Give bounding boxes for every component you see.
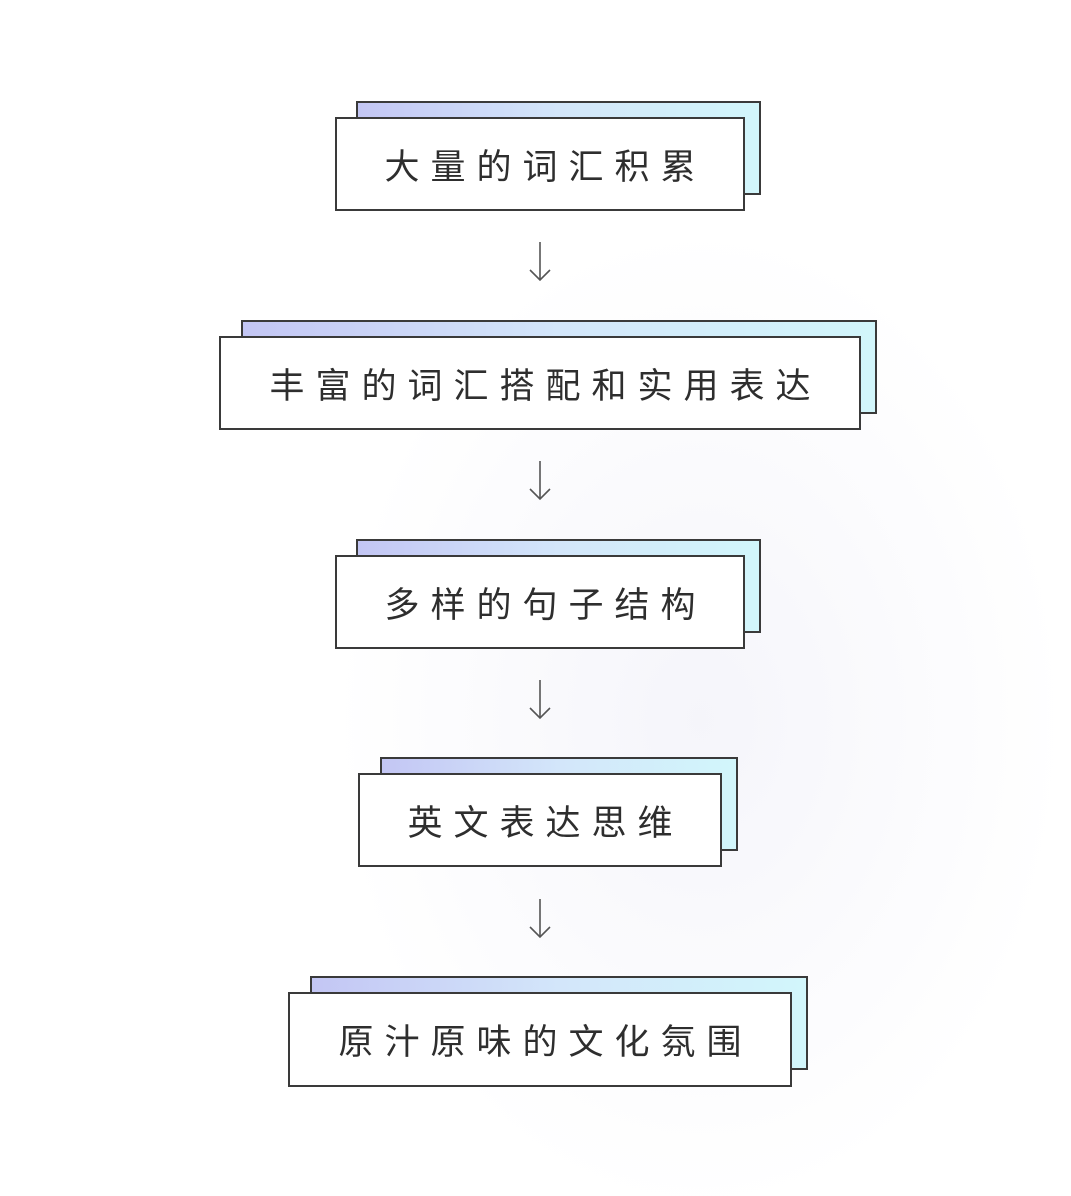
step-label: 多样的句子结构 — [384, 585, 707, 626]
step-label: 丰富的词汇搭配和实用表达 — [269, 366, 822, 407]
down-arrow-icon — [529, 242, 551, 282]
down-arrow-icon — [529, 899, 551, 939]
step-card: 英文表达思维 — [358, 773, 722, 867]
step-card: 多样的句子结构 — [335, 555, 745, 649]
down-arrow-icon — [529, 680, 551, 720]
step-label: 英文表达思维 — [407, 803, 684, 844]
step-label: 原汁原味的文化氛围 — [338, 1023, 753, 1063]
step-card: 丰富的词汇搭配和实用表达 — [219, 336, 861, 430]
step-label: 大量的词汇积累 — [384, 147, 707, 188]
step-card: 原汁原味的文化氛围 — [288, 992, 792, 1087]
step-card: 大量的词汇积累 — [335, 117, 745, 211]
down-arrow-icon — [529, 461, 551, 501]
